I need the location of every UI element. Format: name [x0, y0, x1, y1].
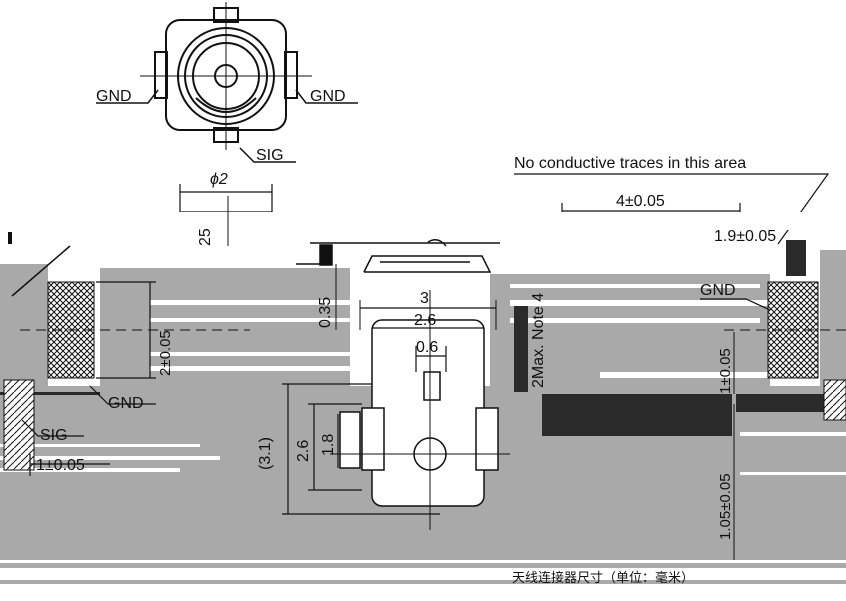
gnd-label-top-left: GND	[96, 88, 132, 105]
gnd-label-top-right: GND	[310, 88, 346, 105]
left-outer-pad	[339, 411, 361, 469]
note4-label: 2Max. Note 4	[530, 293, 547, 388]
gnd-label-right: GND	[700, 282, 736, 299]
sig-label-left: SIG	[40, 427, 68, 444]
sig-label-top: SIG	[256, 147, 284, 164]
phi2-dimension	[179, 184, 273, 213]
dim-3-1-label: (3.1)	[257, 437, 274, 470]
left-edge-mark	[8, 232, 12, 244]
dim-1-left-lines	[29, 454, 110, 476]
dim-1-left-label: 1±0.05	[36, 457, 85, 474]
dim-2-6-top-label: 2.6	[414, 312, 436, 329]
top-centerlines	[140, 2, 312, 150]
dim-2-label: 2±0.05	[157, 330, 174, 376]
gnd-label-left: GND	[108, 395, 144, 412]
gnd-left-leader	[89, 385, 156, 405]
dim-4-label: 4±0.05	[616, 193, 665, 210]
footprint	[339, 319, 499, 507]
dim-1-8-label: 1.8	[320, 434, 337, 456]
dim-1-right-label: 1±0.05	[717, 348, 734, 394]
sig-pad	[423, 371, 441, 401]
dim-1-9-label: 1.9±0.05	[714, 228, 776, 245]
no-traces-note: No conductive traces in this area	[514, 155, 746, 172]
dim-0-6-label: 0.6	[416, 339, 438, 356]
dim-2-6-left-label: 2.6	[295, 440, 312, 462]
top-dimensions	[360, 307, 496, 372]
sig-pad-right	[823, 379, 846, 421]
pad-right	[475, 407, 499, 471]
caption: 天线连接器尺寸（单位：毫米）	[512, 570, 694, 585]
dim-0-35-label: 0.35	[317, 297, 334, 328]
sig-pad-left	[3, 379, 35, 471]
dim-1-05-label: 1.05±0.05	[717, 473, 734, 540]
left-leader	[11, 245, 71, 297]
pad-left	[361, 407, 385, 471]
right-tab	[284, 51, 298, 99]
top-leaders	[96, 89, 358, 163]
left-tab	[154, 51, 168, 99]
no-traces-leader	[514, 173, 830, 245]
left-vertical-dims	[282, 383, 440, 515]
gnd-right-leader	[700, 298, 771, 311]
footprint-centerlines	[330, 290, 510, 530]
sig-left-leader	[21, 419, 84, 437]
dim-3-label: 3	[420, 290, 429, 307]
dim-25-label: 25	[197, 228, 214, 246]
phi2-label: ϕ2	[210, 171, 228, 188]
connector-side-profile	[296, 239, 500, 273]
